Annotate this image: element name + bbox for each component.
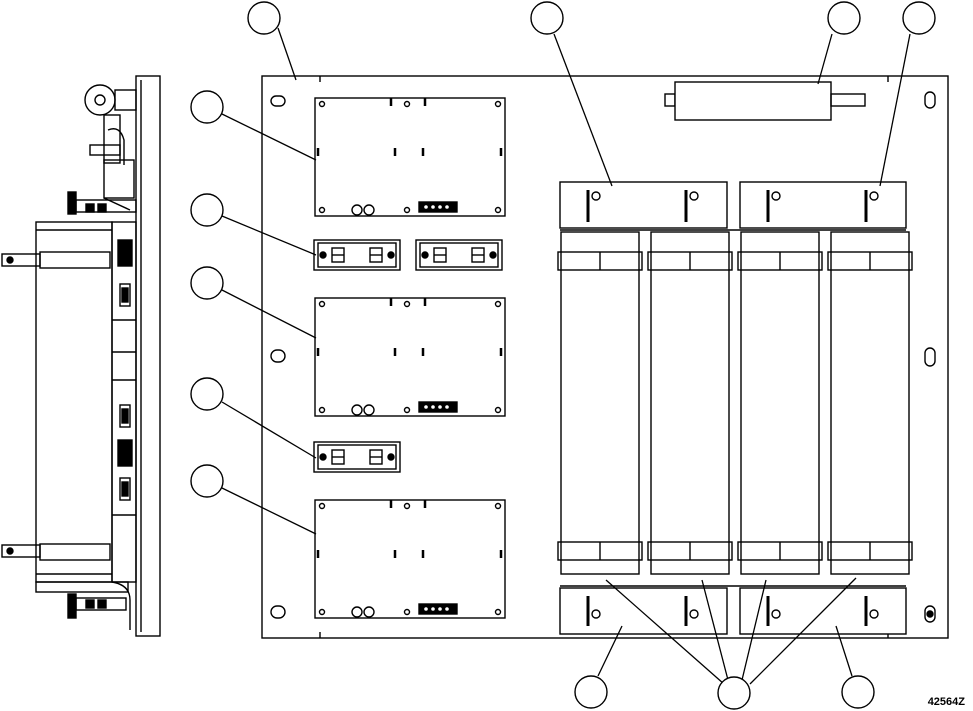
callout-balloon xyxy=(247,1,281,35)
callout-balloon xyxy=(902,1,936,35)
callout-balloon xyxy=(190,377,224,411)
side-wheel xyxy=(84,84,116,116)
cap-bracket-bottom-left xyxy=(559,587,728,635)
callout-balloon xyxy=(190,193,224,227)
circuit-board-middle xyxy=(313,296,507,418)
capacitor-bank xyxy=(557,181,913,635)
callout-balloon xyxy=(530,1,564,35)
relay-right xyxy=(415,239,503,271)
callout-balloon xyxy=(190,266,224,300)
callouts xyxy=(221,27,911,685)
circuit-board-top xyxy=(313,96,507,218)
capacitor-2 xyxy=(647,231,733,575)
callout-balloons xyxy=(190,1,936,710)
cap-bracket-top-left xyxy=(559,181,728,229)
cap-bracket-top-right xyxy=(739,181,907,229)
power-resistor xyxy=(664,81,866,121)
side-view xyxy=(1,75,161,637)
side-terminal-top xyxy=(1,253,41,267)
callout-balloon xyxy=(190,464,224,498)
capacitor-3 xyxy=(737,231,823,575)
figure-id-label: 42564Z xyxy=(927,696,965,708)
relay-lower xyxy=(313,441,401,473)
callout-balloon xyxy=(190,90,224,124)
mounting-plate xyxy=(261,75,949,639)
capacitor-1 xyxy=(557,231,643,575)
circuit-board-bottom xyxy=(313,498,507,620)
callout-balloon xyxy=(717,676,751,710)
callout-balloon xyxy=(574,675,608,709)
capacitor-4 xyxy=(827,231,913,575)
side-terminal-bottom xyxy=(1,544,41,558)
relay-left xyxy=(313,239,401,271)
main-plate xyxy=(261,75,949,639)
side-cylinder xyxy=(35,221,113,583)
side-plate-edge xyxy=(135,75,161,637)
callout-balloon xyxy=(827,1,861,35)
callout-balloon xyxy=(841,675,875,709)
